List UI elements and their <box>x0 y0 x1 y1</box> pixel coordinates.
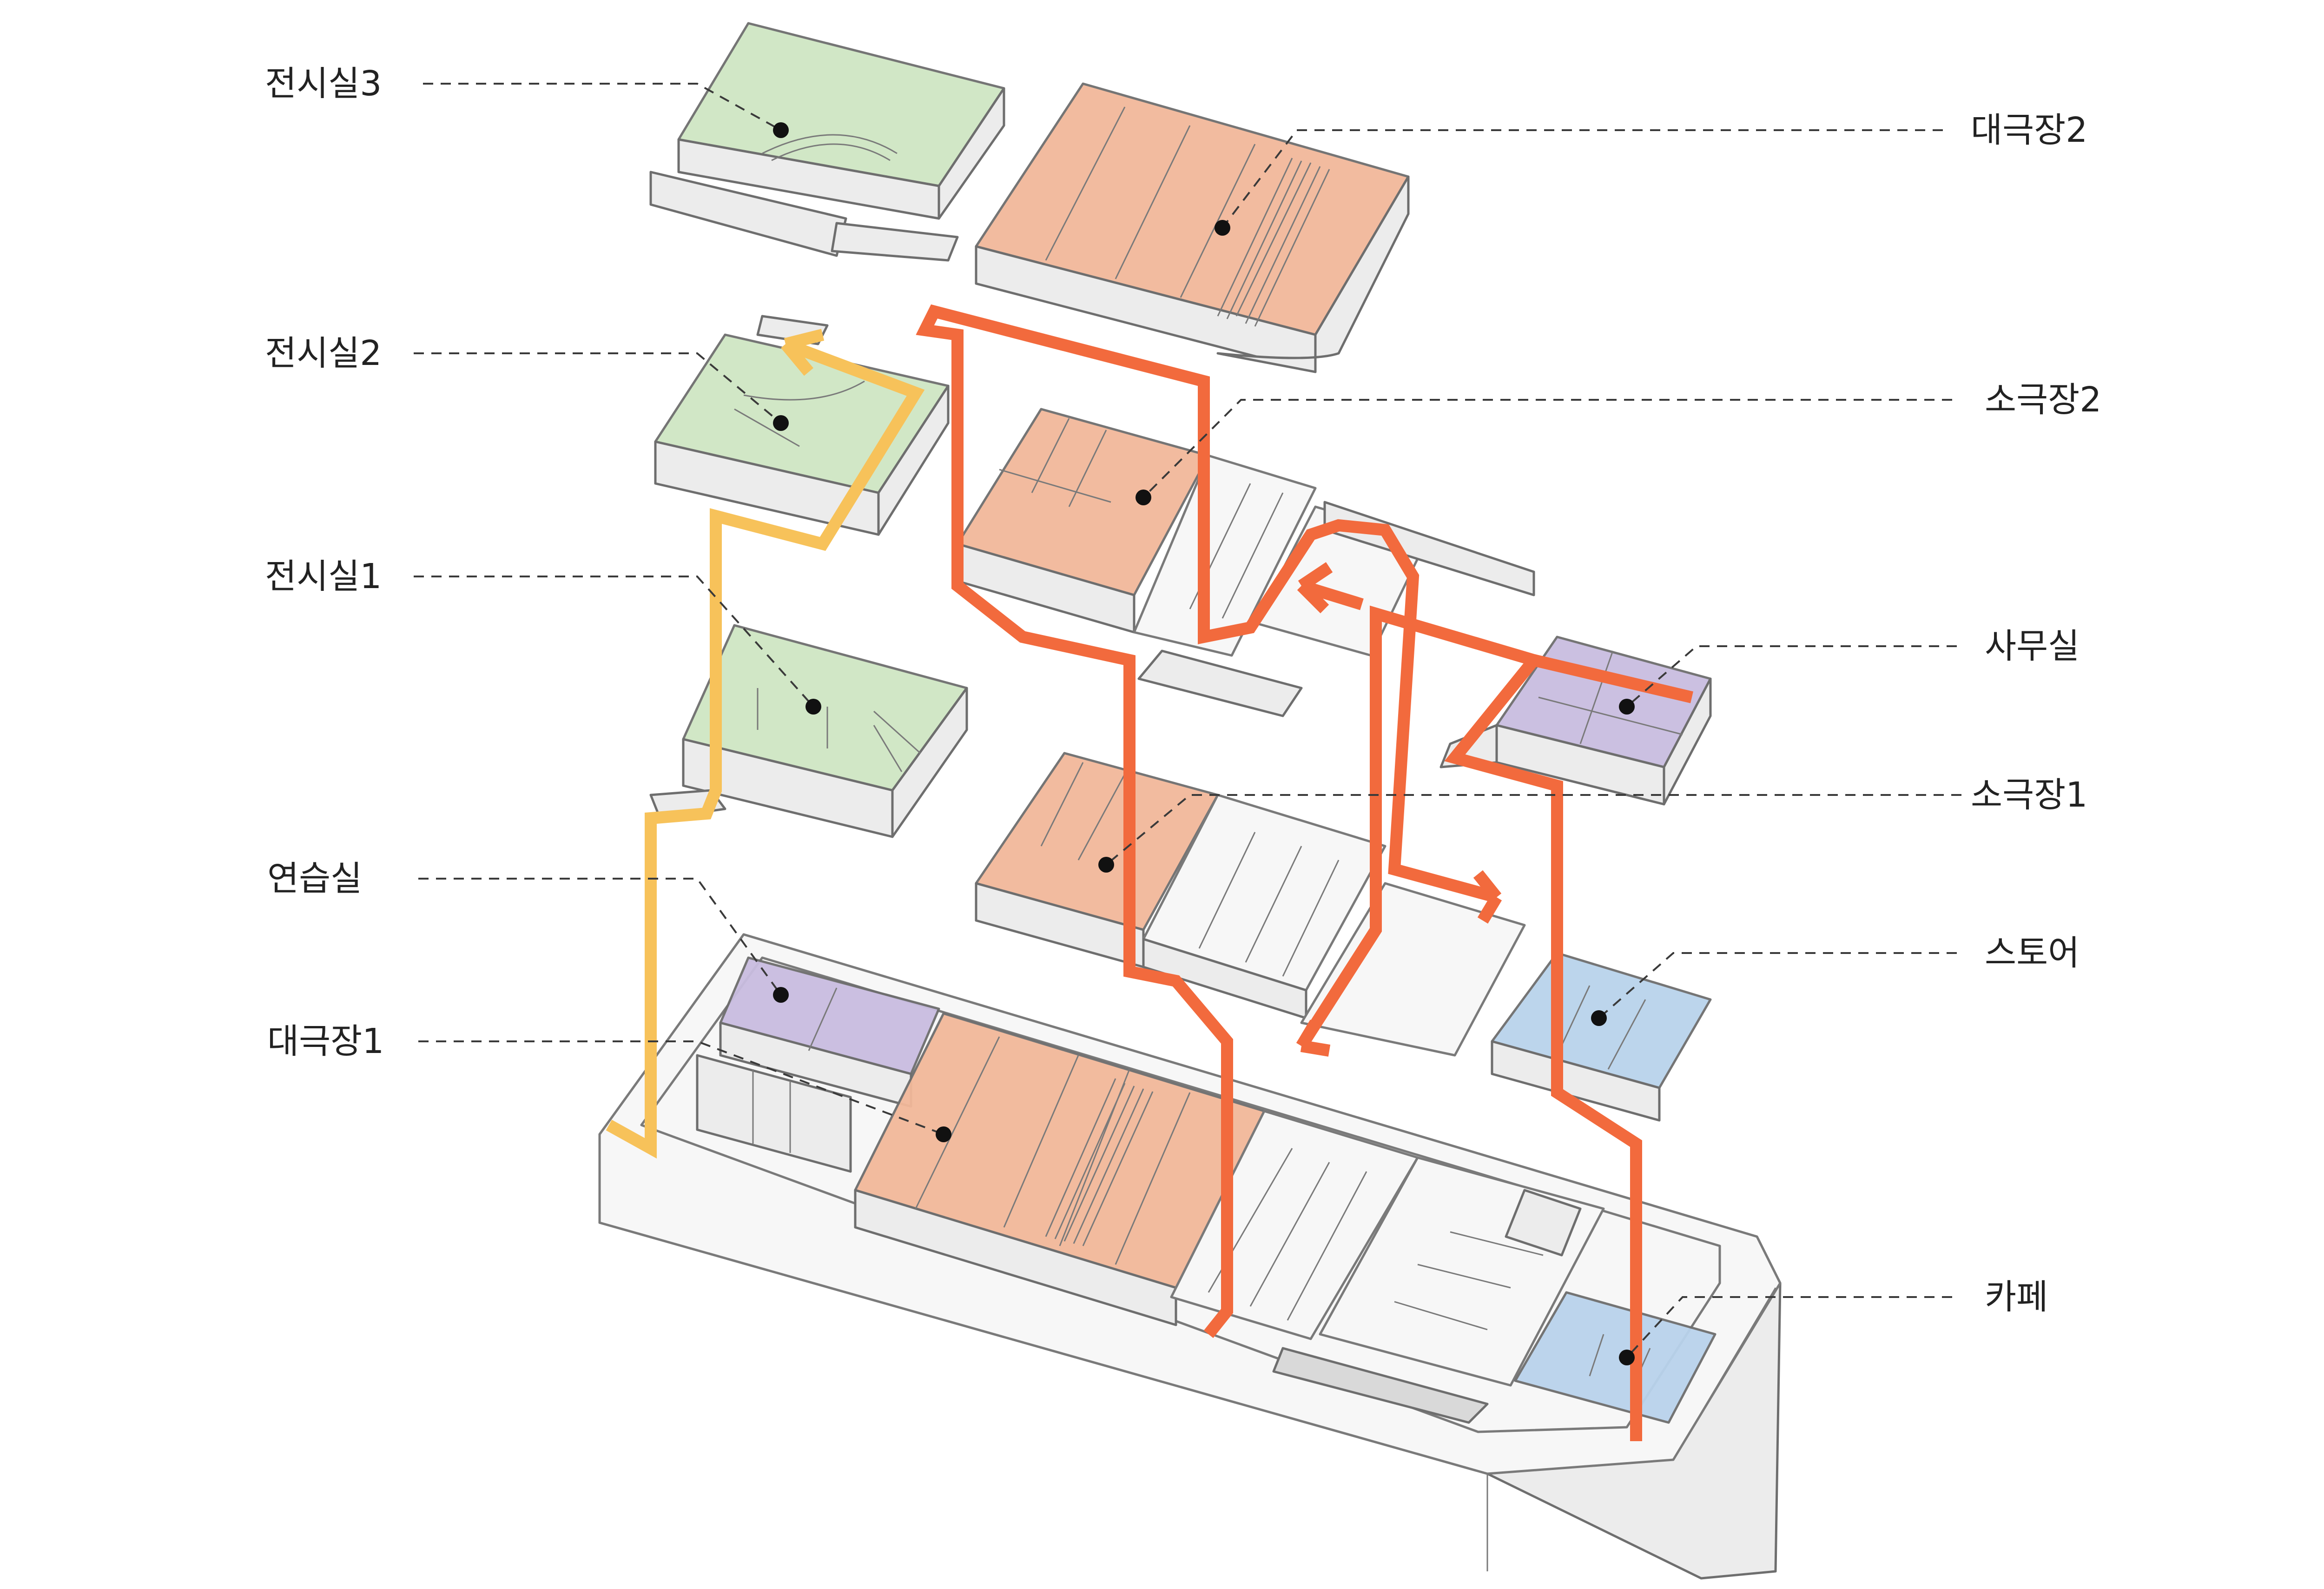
grand-theater2-marker <box>1215 220 1230 236</box>
gallery3-marker <box>773 122 789 138</box>
gallery2-marker <box>773 415 789 431</box>
circulation-secondary-path <box>606 329 925 1159</box>
label-store: 스토어 <box>1985 933 2080 973</box>
cafe-marker <box>1619 1350 1635 1365</box>
practice-room-marker <box>773 987 789 1003</box>
cafe-block <box>1514 1291 1717 1424</box>
leaders <box>414 83 1961 1365</box>
gallery1-marker <box>805 699 821 715</box>
label-gallery1: 전시실1 <box>265 556 382 596</box>
label-small-theater2: 소극장2 <box>1985 380 2101 420</box>
ground-floor <box>696 956 1717 1424</box>
circulation-primary-path-a <box>916 304 1502 1338</box>
small-theater2-marker <box>1136 490 1151 505</box>
label-cafe: 카페 <box>1985 1277 2048 1317</box>
label-office: 사무실 <box>1985 626 2080 666</box>
label-small-theater1: 소극장1 <box>1971 775 2087 815</box>
office-marker <box>1619 699 1635 715</box>
store-marker <box>1591 1010 1607 1026</box>
label-grand-theater1: 대극장1 <box>267 1021 384 1061</box>
small-theater1-marker <box>1098 857 1114 873</box>
room-labels: 전시실3 전시실2 전시실1 연습실 대극장1 대극장2 소극장2 사무실 소극… <box>265 64 2101 1317</box>
label-gallery2: 전시실2 <box>265 333 382 373</box>
circulation-primary-path-c <box>1296 562 1364 1057</box>
circulation-paths <box>606 304 1693 1441</box>
level-4 <box>649 22 1410 373</box>
level-2 <box>649 624 1712 1122</box>
circulation-primary-path-b <box>1296 605 1642 1441</box>
label-gallery3: 전시실3 <box>265 64 382 104</box>
label-grand-theater2: 대극장2 <box>1971 110 2087 150</box>
grand-theater1-marker <box>936 1126 951 1142</box>
label-practice-room: 연습실 <box>267 859 362 899</box>
